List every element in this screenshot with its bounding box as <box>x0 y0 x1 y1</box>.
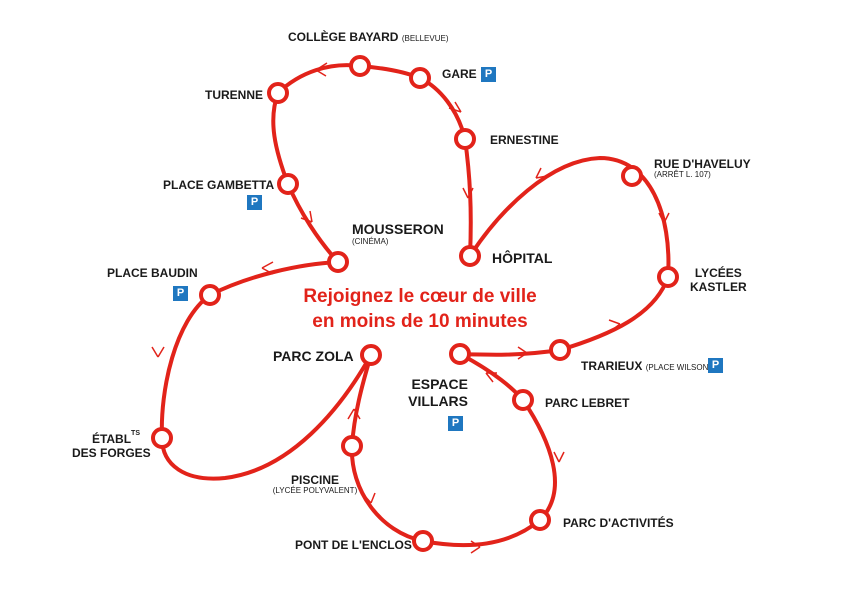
stop-mousseron-marker <box>327 251 349 273</box>
stop-college-bayard-label: COLLÈGE BAYARD (BELLEVUE) <box>288 30 449 44</box>
stop-turenne-label: TURENNE <box>205 88 264 102</box>
headline-line-1: Rejoignez le cœur de ville <box>303 286 537 307</box>
route-east-loop <box>458 156 671 357</box>
parking-icon: P <box>708 358 723 373</box>
stop-rue-haveluy-note: (ARRÊT L. 107) <box>654 170 711 180</box>
stop-pont-enclos-marker <box>412 530 434 552</box>
stop-trarieux-note: (PLACE WILSON) <box>645 363 712 372</box>
stop-trarieux-label: TRARIEUX (PLACE WILSON) <box>581 359 712 373</box>
stop-gare-marker <box>409 67 431 89</box>
stop-turenne-marker <box>267 82 289 104</box>
stop-ernestine-label: ERNESTINE <box>490 133 559 147</box>
stop-parc-zola-marker <box>360 344 382 366</box>
parking-icon: P <box>247 195 262 210</box>
direction-arrow <box>608 319 621 332</box>
direction-arrow <box>462 187 474 199</box>
direction-arrow <box>553 451 565 463</box>
stop-parc-lebret-marker <box>512 389 534 411</box>
headline-line-2: en moins de 10 minutes <box>312 311 528 332</box>
direction-arrow <box>347 408 361 420</box>
stop-etabl-forges-marker <box>151 427 173 449</box>
direction-arrow <box>517 346 528 360</box>
stop-etabl-forges-label: ÉTABLTS DES FORGES <box>72 430 151 461</box>
stop-hopital-label: HÔPITAL <box>492 250 553 266</box>
stop-college-bayard-note: (BELLEVUE) <box>401 34 449 43</box>
stop-parc-activites-marker <box>529 509 551 531</box>
stop-college-bayard-marker <box>349 55 371 77</box>
stop-mousseron-note: (CINÉMA) <box>352 236 389 246</box>
direction-arrow <box>470 540 481 554</box>
stop-parc-zola-label: PARC ZOLA <box>273 348 354 364</box>
stop-piscine-marker <box>341 435 363 457</box>
direction-arrow <box>485 372 497 383</box>
direction-arrow <box>535 167 548 179</box>
parking-icon: P <box>448 416 463 431</box>
stop-mousseron-label: MOUSSERON (CINÉMA) <box>352 221 444 246</box>
stop-espace-villars-label: ESPACE VILLARS <box>408 376 468 409</box>
stop-ernestine-marker <box>454 128 476 150</box>
stop-rue-haveluy-marker <box>621 165 643 187</box>
stop-place-baudin-label: PLACE BAUDIN <box>107 266 198 280</box>
direction-arrow <box>151 346 165 358</box>
direction-arrow <box>363 492 376 504</box>
stop-piscine-note: (LYCÉE POLYVALENT) <box>272 486 358 496</box>
direction-arrow <box>448 101 462 113</box>
headline: Rejoignez le cœur de ville en moins de 1… <box>300 284 540 334</box>
stop-lycees-kastler-marker <box>657 266 679 288</box>
stop-lycees-kastler-label: LYCÉES KASTLER <box>690 266 747 295</box>
stop-espace-villars-marker <box>449 343 471 365</box>
stop-trarieux-marker <box>549 339 571 361</box>
stop-parc-lebret-label: PARC LEBRET <box>545 396 630 410</box>
stop-rue-haveluy-label: RUE D'HAVELUY (ARRÊT L. 107) <box>654 157 751 180</box>
direction-arrow <box>261 261 274 275</box>
stop-gare-label: GARE <box>442 67 477 81</box>
stop-pont-enclos-label: PONT DE L'ENCLOS <box>295 538 412 552</box>
direction-arrow <box>658 212 670 224</box>
stop-hopital-marker <box>459 245 481 267</box>
parking-icon: P <box>481 67 496 82</box>
stop-piscine-label: PISCINE (LYCÉE POLYVALENT) <box>265 473 365 496</box>
parking-icon: P <box>173 286 188 301</box>
stop-place-gambetta-label: PLACE GAMBETTA <box>163 178 275 192</box>
stop-place-gambetta-marker <box>277 173 299 195</box>
stop-place-baudin-marker <box>199 284 221 306</box>
stop-parc-activites-label: PARC D'ACTIVITÉS <box>563 516 674 530</box>
direction-arrow <box>315 62 328 77</box>
direction-arrow <box>300 210 313 223</box>
